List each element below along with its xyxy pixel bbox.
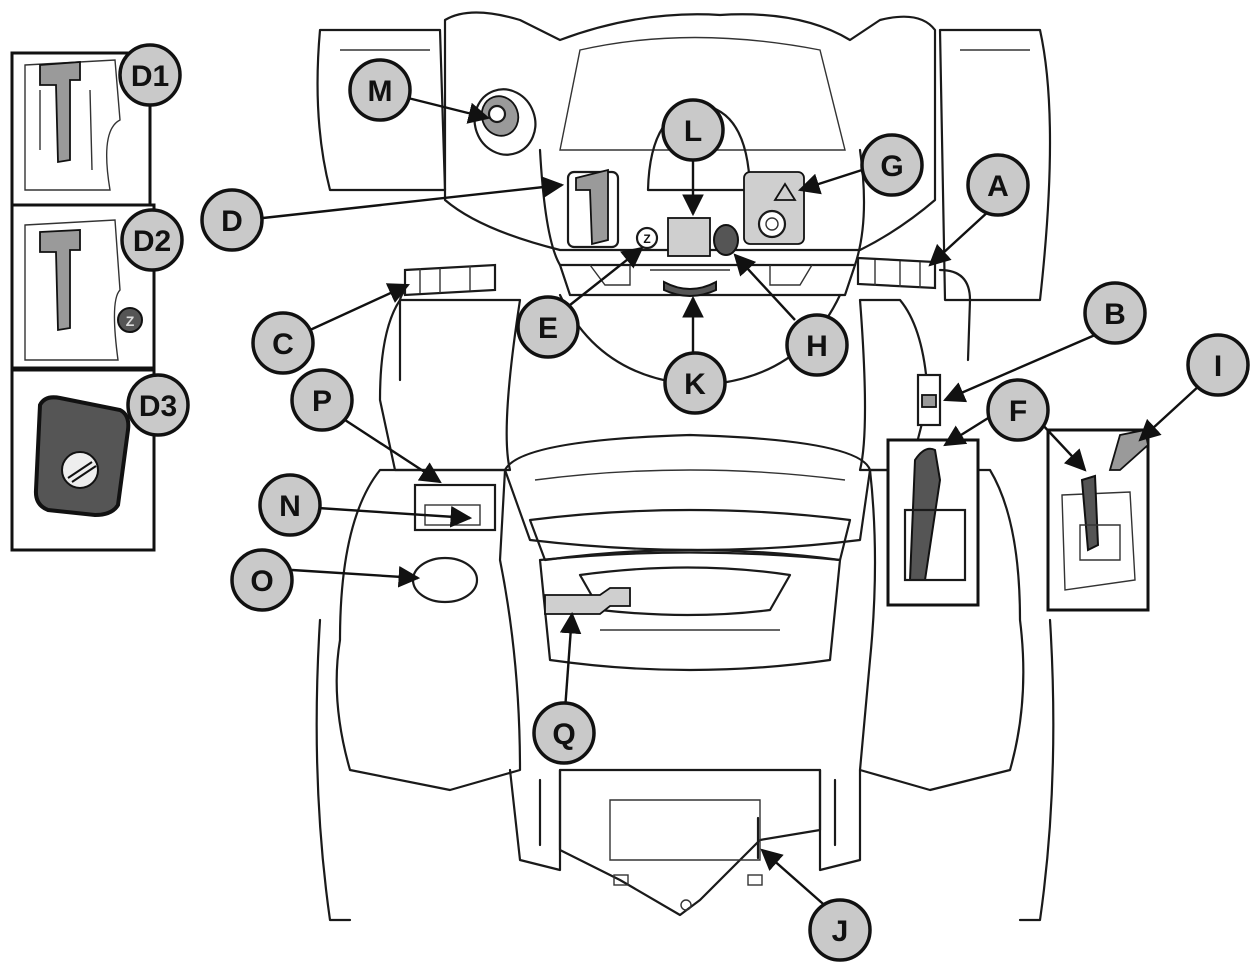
speed-indicator-icon (117, 307, 143, 333)
label-i: I (1186, 333, 1250, 397)
inset-i (1046, 428, 1150, 612)
label-d2-text: D2 (133, 225, 171, 258)
svg-text:Z: Z (126, 313, 135, 329)
label-d1-text: D1 (131, 60, 169, 93)
fuel-cap-icon (473, 88, 537, 156)
lever-f (908, 447, 942, 581)
warning-triangle-icon (773, 182, 797, 201)
label-n: N (258, 473, 322, 537)
label-j: J (808, 898, 872, 962)
label-m: M (348, 58, 412, 122)
svg-text:Z: Z (643, 232, 650, 246)
label-k-text: K (684, 368, 706, 401)
label-c-text: C (272, 328, 294, 361)
label-p: P (290, 368, 354, 432)
light-k (663, 280, 717, 297)
ignition-key-icon (757, 209, 787, 239)
label-j-text: J (832, 915, 849, 948)
label-o: O (230, 548, 294, 612)
label-e-text: E (538, 312, 558, 345)
label-h-text: H (806, 330, 828, 363)
label-p-text: P (312, 385, 332, 418)
label-k: K (663, 351, 727, 415)
handle-a (856, 256, 937, 290)
label-f-text: F (1009, 395, 1027, 428)
label-g: G (860, 133, 924, 197)
label-d: D (200, 188, 264, 252)
label-l-text: L (684, 115, 702, 148)
label-b: B (1083, 281, 1147, 345)
label-a-text: A (987, 170, 1009, 203)
button-e-icon (635, 226, 659, 250)
label-i-text: I (1214, 350, 1222, 383)
label-d3: D3 (126, 373, 190, 437)
label-f: F (986, 378, 1050, 442)
label-h: H (785, 313, 849, 377)
label-d1: D1 (118, 43, 182, 107)
label-o-text: O (250, 565, 273, 598)
label-d3-text: D3 (139, 390, 177, 423)
label-a: A (966, 153, 1030, 217)
label-d2: D2 (120, 208, 184, 272)
knob-h (713, 224, 739, 256)
label-b-text: B (1104, 298, 1126, 331)
label-q: Q (532, 701, 596, 765)
switch-n (413, 483, 497, 532)
label-l: L (661, 98, 725, 162)
lever-q (544, 587, 631, 615)
label-n-text: N (279, 490, 301, 523)
label-q-text: Q (552, 718, 575, 751)
leader-lines (262, 96, 1201, 911)
display-l (667, 217, 711, 257)
handle-c (403, 263, 497, 297)
label-m-text: M (368, 75, 393, 108)
label-e: E (516, 295, 580, 359)
cup-holder-o (411, 556, 479, 604)
inset-d2: Z (10, 203, 156, 370)
label-g-text: G (880, 150, 903, 183)
label-c: C (251, 311, 315, 375)
label-d-text: D (221, 205, 243, 238)
